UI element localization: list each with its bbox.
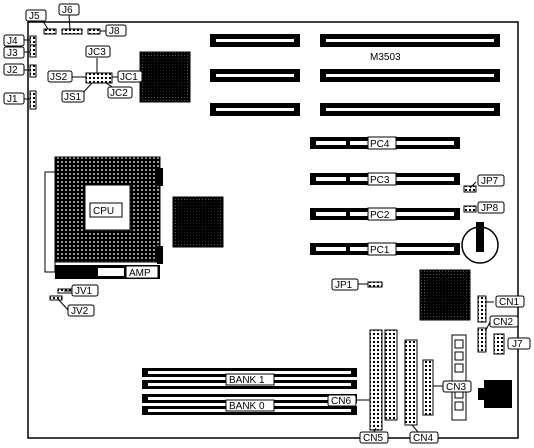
j7-pins — [493, 333, 505, 355]
jc2-label: JC2 — [110, 88, 128, 99]
j5-label: J5 — [29, 11, 40, 22]
j5-pins — [43, 28, 57, 35]
pc1-label: PC1 — [370, 245, 390, 256]
jc-pins — [85, 72, 113, 84]
jp7-label: JP7 — [481, 176, 499, 187]
cn4-connector — [404, 339, 418, 426]
io-chip — [419, 269, 471, 321]
jp7-pins — [463, 185, 477, 193]
cn5-label: CN5 — [363, 433, 383, 444]
j3-label: J3 — [7, 48, 18, 59]
j6-label: J6 — [62, 5, 73, 16]
jv1-label: JV1 — [75, 286, 93, 297]
cn6-connector — [384, 329, 398, 421]
cn1-label: CN1 — [499, 297, 519, 308]
board-model-label: M3503 — [370, 52, 401, 63]
pc3-label: PC3 — [370, 175, 390, 186]
chipset-chip — [139, 51, 191, 103]
jp1-label: JP1 — [335, 280, 353, 291]
cpu-socket: CPU AMP — [44, 156, 163, 279]
cn6-label: CN6 — [331, 396, 351, 407]
j4-label: J4 — [7, 36, 18, 47]
j8-pins — [87, 28, 101, 35]
cn3-connector — [422, 359, 434, 416]
battery — [461, 222, 499, 264]
j1-pins — [29, 90, 37, 110]
bank0-label: BANK 0 — [229, 401, 265, 412]
js2-label: JS2 — [50, 72, 68, 83]
j2-pins — [29, 64, 37, 78]
j7-label: J7 — [512, 339, 523, 350]
pc4-label: PC4 — [370, 139, 390, 150]
j1-label: J1 — [7, 94, 18, 105]
jv2-pins — [49, 295, 63, 301]
cpu-label: CPU — [93, 206, 114, 217]
j8-label: J8 — [109, 26, 120, 37]
cn4-label: CN4 — [413, 433, 433, 444]
amp-label: AMP — [129, 268, 151, 279]
controller-chip — [172, 196, 224, 248]
labels: J4 J3 J2 J1 J5 J6 J8 JC3 JS2 JC1 JS1 JC2… — [3, 3, 531, 444]
jv2-label: JV2 — [71, 306, 89, 317]
j3-pins — [29, 44, 37, 58]
cn3-label: CN3 — [446, 382, 466, 393]
jp1-pins — [367, 281, 383, 288]
keyboard-connector — [478, 380, 512, 408]
jp8-pins — [463, 205, 477, 213]
cn5-connector — [369, 329, 383, 431]
power-connector — [451, 334, 467, 421]
j2-label: J2 — [7, 65, 18, 76]
cn1-pins — [477, 295, 487, 323]
js1-label: JS1 — [64, 92, 82, 103]
memory-banks: BANK 1 BANK 0 — [142, 368, 357, 415]
jc3-label: JC3 — [88, 47, 106, 58]
bank1-label: BANK 1 — [229, 375, 265, 386]
cn2-pins — [477, 327, 487, 353]
pci-slots: PC4 PC3 PC2 PC1 — [310, 136, 460, 256]
jp8-label: JP8 — [481, 203, 499, 214]
j6-pins — [61, 28, 83, 35]
isa-slots — [210, 34, 500, 116]
jc1-label: JC1 — [120, 72, 138, 83]
pc2-label: PC2 — [370, 210, 390, 221]
cn2-label: CN2 — [493, 317, 513, 328]
